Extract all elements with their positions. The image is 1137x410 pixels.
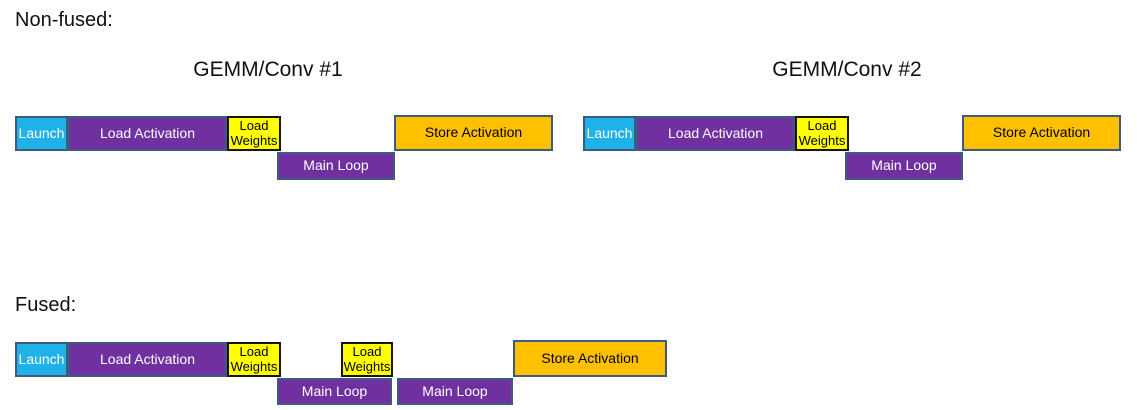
section-label-fused: Fused:	[15, 294, 77, 316]
block-load-weights-2: Load Weights	[795, 116, 849, 151]
block-label: Main Loop	[871, 157, 937, 174]
block-main-loop-1: Main Loop	[277, 152, 395, 180]
block-store-activation-1: Store Activation	[394, 115, 553, 151]
block-load-weights-1: Load Weights	[227, 116, 281, 151]
block-label: Launch	[586, 124, 633, 141]
block-label: Store Activation	[992, 124, 1091, 141]
group-title-gemm-conv-1: GEMM/Conv #1	[193, 58, 343, 81]
block-label: Load Activation	[668, 124, 763, 141]
block-label: Main Loop	[301, 382, 368, 399]
block-label: Store Activation	[424, 124, 523, 141]
group-title-gemm-conv-2: GEMM/Conv #2	[772, 58, 922, 81]
block-load-weights-fused-2: Load Weights	[341, 342, 393, 377]
block-label: Load Weights	[798, 117, 846, 148]
block-main-loop-fused-2: Main Loop	[397, 378, 513, 405]
block-label: Load Weights	[230, 117, 278, 148]
block-label: Main Loop	[303, 157, 369, 174]
block-label: Store Activation	[541, 349, 639, 366]
block-load-weights-fused-1: Load Weights	[227, 342, 281, 377]
block-launch-2: Launch	[583, 116, 636, 151]
block-label: Launch	[18, 124, 65, 141]
block-label: Load Weights	[230, 343, 278, 374]
block-launch-fused: Launch	[15, 342, 68, 377]
block-main-loop-2: Main Loop	[845, 152, 963, 180]
block-store-activation-fused: Store Activation	[513, 340, 667, 377]
section-label-non-fused: Non-fused:	[15, 9, 113, 31]
block-load-activation-2: Load Activation	[636, 116, 795, 151]
block-launch-1: Launch	[15, 116, 68, 151]
block-label: Load Weights	[343, 343, 391, 374]
block-label: Main Loop	[422, 382, 488, 399]
block-load-activation-1: Load Activation	[68, 116, 227, 151]
block-store-activation-2: Store Activation	[962, 115, 1121, 151]
block-main-loop-fused-1: Main Loop	[277, 378, 392, 405]
block-load-activation-fused: Load Activation	[68, 342, 227, 377]
block-label: Load Activation	[100, 350, 195, 367]
block-label: Launch	[18, 350, 65, 367]
block-label: Load Activation	[100, 124, 195, 141]
